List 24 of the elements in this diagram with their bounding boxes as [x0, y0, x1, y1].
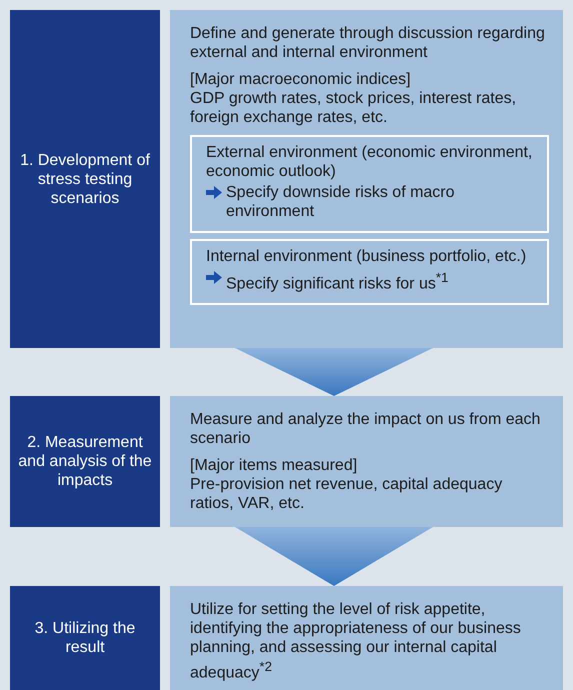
- section-heading: [Major macroeconomic indices]: [190, 70, 412, 89]
- step-box: [10, 396, 160, 527]
- section-heading: [Major items measured]: [190, 456, 358, 475]
- description-text: GDP growth rates, stock prices, interest rates, foreign exchange rates, etc.: [190, 89, 518, 127]
- content-panel: [170, 586, 563, 690]
- content-panel: [170, 10, 563, 348]
- description-text: Utilize for setting the level of risk appetite, identifying the appropriateness of our business planning, and assessing our internal capital adequacy$^{*2}$: [190, 600, 522, 682]
- chevron-arrow: [235, 527, 433, 586]
- box-heading: External environment (economic environment, economic outlook): [206, 143, 534, 181]
- description-text: Pre-provision net revenue, capital adequacy ratios, VAR, etc.: [190, 475, 504, 513]
- content-panel: [170, 396, 563, 527]
- bullet-text: Specify significant risks for us$^{*1}$: [226, 269, 448, 294]
- bullet-text: Specify downside risks of macro environment: [226, 183, 456, 221]
- step-title: 1. Development of stress testing scenarios: [19, 150, 151, 208]
- sub-box: [190, 239, 549, 306]
- sub-box: [190, 135, 549, 233]
- step-title: 3. Utilizing the result: [34, 619, 136, 657]
- description-text: Measure and analyze the impact on us from each scenario: [190, 410, 542, 448]
- step-title: 2. Measurement and analysis of the impacts: [18, 433, 152, 490]
- box-heading: Internal environment (business portfolio, etc.): [206, 247, 528, 266]
- description-text: Define and generate through discussion regarding external and internal environment: [190, 24, 546, 62]
- step-box: [10, 586, 160, 690]
- step-box: [10, 10, 160, 348]
- chevron-arrow: [235, 348, 433, 396]
